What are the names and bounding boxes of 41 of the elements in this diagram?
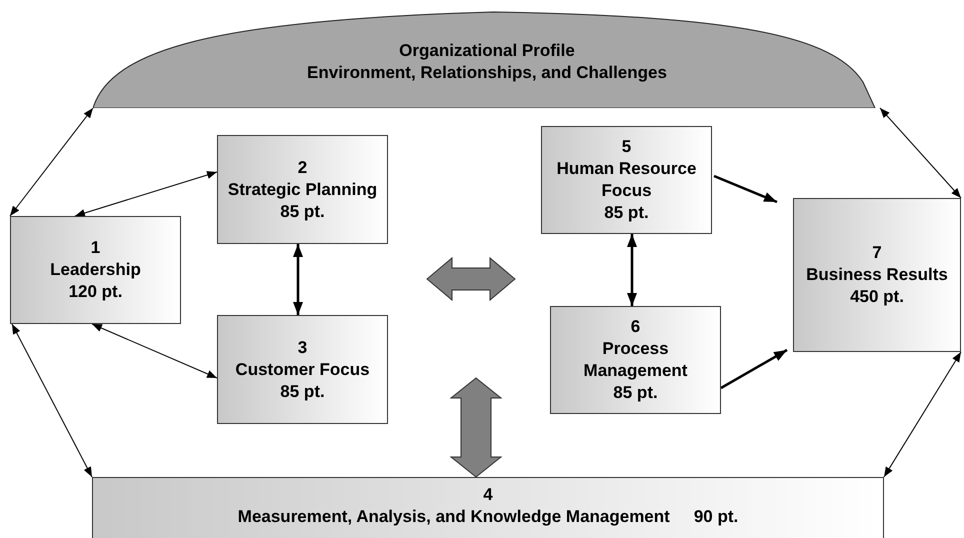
section-number: 1 xyxy=(90,237,100,259)
category-box xyxy=(92,477,884,538)
arrow xyxy=(884,352,962,478)
category-box xyxy=(550,306,721,414)
section-title: Human Resource Focus xyxy=(556,158,698,202)
section-title: Leadership xyxy=(50,259,141,281)
arrow xyxy=(92,324,218,378)
arrow xyxy=(12,324,92,478)
category-box xyxy=(793,198,961,352)
category-box xyxy=(541,126,712,234)
category-box xyxy=(217,135,388,244)
arrow xyxy=(880,108,962,198)
section-title: Business Results xyxy=(806,264,948,286)
section-title: Strategic Planning xyxy=(228,178,378,200)
point-value: 450 pt. xyxy=(850,286,904,308)
section-number: 2 xyxy=(298,156,308,178)
point-value: 85 pt. xyxy=(280,200,325,222)
arrow xyxy=(10,108,94,216)
point-value: 85 pt. xyxy=(280,380,325,402)
category-box xyxy=(217,315,388,424)
profile-subtitle: Environment, Relationships, and Challenges xyxy=(307,62,667,84)
arrow xyxy=(714,174,778,204)
section-number: 7 xyxy=(872,242,882,264)
section-number: 4 xyxy=(482,484,494,506)
arrow xyxy=(627,234,637,306)
point-value: 85 pt. xyxy=(604,202,649,224)
section-number: 3 xyxy=(298,336,308,358)
section-title: Process Management xyxy=(582,338,688,382)
category-box xyxy=(10,216,181,324)
point-value: 90 pt. xyxy=(694,506,738,528)
point-value: 85 pt. xyxy=(613,382,658,404)
arrow xyxy=(74,171,218,217)
section-number: 5 xyxy=(622,136,632,158)
section-title: Customer Focus xyxy=(235,358,370,380)
profile-title: Organizational Profile xyxy=(399,40,575,62)
double-block-arrow xyxy=(450,377,502,478)
arrow xyxy=(720,348,788,390)
arrow xyxy=(293,244,303,315)
section-title: Measurement, Analysis, and Knowledge Management xyxy=(238,506,670,528)
point-value: 120 pt. xyxy=(68,281,122,303)
section-number: 6 xyxy=(630,316,640,338)
